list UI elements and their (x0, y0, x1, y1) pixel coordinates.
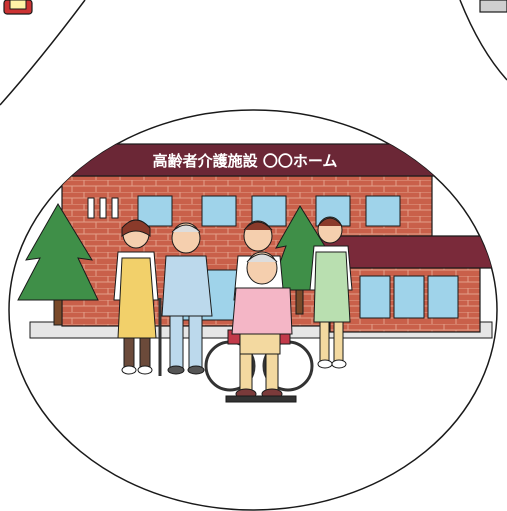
facility-sign: 高齢者介護施設 〇〇ホーム (51, 143, 439, 177)
building (61, 175, 495, 333)
tree-left (17, 203, 99, 326)
caregiver-left (113, 219, 159, 375)
alarm-clock-icon (3, 0, 33, 15)
elderly-man-with-cane (158, 222, 213, 376)
window (137, 195, 173, 227)
window (359, 275, 391, 319)
window (365, 195, 401, 227)
left-circle-edge (0, 0, 86, 106)
window (427, 275, 459, 319)
facility-sign-text: 高齢者介護施設 〇〇ホーム (153, 152, 338, 170)
window (393, 275, 425, 319)
window (201, 195, 237, 227)
grey-box-icon (479, 0, 507, 13)
right-circle-edge (459, 0, 507, 81)
caregiver-right (309, 216, 353, 369)
wheelchair-with-elderly-woman (204, 251, 314, 403)
